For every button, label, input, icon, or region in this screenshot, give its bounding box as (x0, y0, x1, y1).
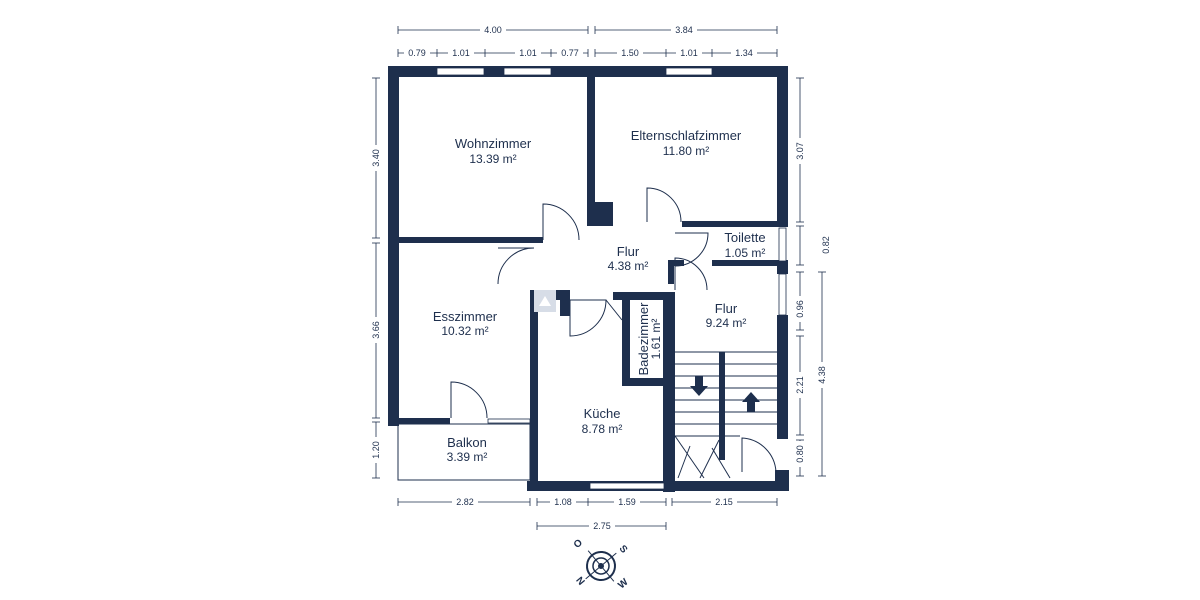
dim-label: 2.82 (456, 497, 474, 507)
dim-label: 0.96 (795, 300, 805, 318)
room-labels: Wohnzimmer 13.39 m² Elternschlafzimmer 1… (433, 128, 766, 464)
dimension-labels: 4.00 3.84 0.79 1.01 1.01 0.77 1.50 1.01 … (370, 24, 832, 532)
dim-label: 1.01 (519, 48, 537, 58)
room-name: Küche (584, 406, 621, 421)
stair-up-arrow (742, 392, 760, 412)
dim-label: 1.01 (680, 48, 698, 58)
dim-label: 1.20 (371, 441, 381, 459)
room-area: 10.32 m² (441, 324, 488, 338)
room-area: 13.39 m² (469, 152, 516, 166)
room-name: Wohnzimmer (455, 136, 532, 151)
dim-label: 2.75 (593, 521, 611, 531)
dim-label: 1.59 (618, 497, 636, 507)
dim-label: 0.80 (795, 445, 805, 463)
dim-label: 4.38 (817, 366, 827, 384)
room-name: Flur (617, 244, 640, 259)
compass-letter: N (573, 575, 586, 588)
room-area: 11.80 m² (663, 144, 709, 158)
stair-down-arrow (690, 376, 708, 396)
dim-label: 1.34 (735, 48, 753, 58)
room-area-vertical: 1.61 m² (649, 319, 663, 360)
room-name: Flur (715, 301, 738, 316)
doors (450, 187, 777, 473)
dim-label: 4.00 (484, 25, 502, 35)
room-area: 3.39 m² (447, 450, 488, 464)
room-name: Esszimmer (433, 309, 498, 324)
dim-label: 2.21 (795, 376, 805, 394)
compass-letter: O (572, 537, 585, 551)
room-name: Toilette (724, 230, 765, 245)
room-area: 9.24 m² (706, 316, 747, 330)
dim-label: 0.79 (408, 48, 426, 58)
dim-label: 3.07 (795, 142, 805, 160)
dim-label: 0.82 (821, 236, 831, 254)
windows (436, 67, 787, 490)
room-name: Balkon (447, 435, 487, 450)
dim-label: 1.50 (621, 48, 639, 58)
room-area: 1.05 m² (725, 246, 766, 260)
compass-letter: S (617, 543, 630, 555)
stairs (674, 351, 777, 479)
room-name: Elternschlafzimmer (631, 128, 742, 143)
room-name-vertical: Badezimmer (636, 302, 651, 376)
dim-label: 1.08 (554, 497, 572, 507)
dimension-lines (372, 26, 826, 530)
room-area: 8.78 m² (582, 422, 623, 436)
logo-mark (534, 290, 556, 312)
compass-letter: W (616, 576, 631, 591)
dim-label: 1.01 (452, 48, 470, 58)
dim-label: 0.77 (561, 48, 579, 58)
dim-label: 3.84 (675, 25, 693, 35)
room-area: 4.38 m² (608, 259, 649, 273)
compass-icon (585, 550, 617, 582)
dim-label: 2.15 (715, 497, 733, 507)
dim-label: 3.66 (371, 321, 381, 339)
dim-label: 3.40 (371, 149, 381, 167)
